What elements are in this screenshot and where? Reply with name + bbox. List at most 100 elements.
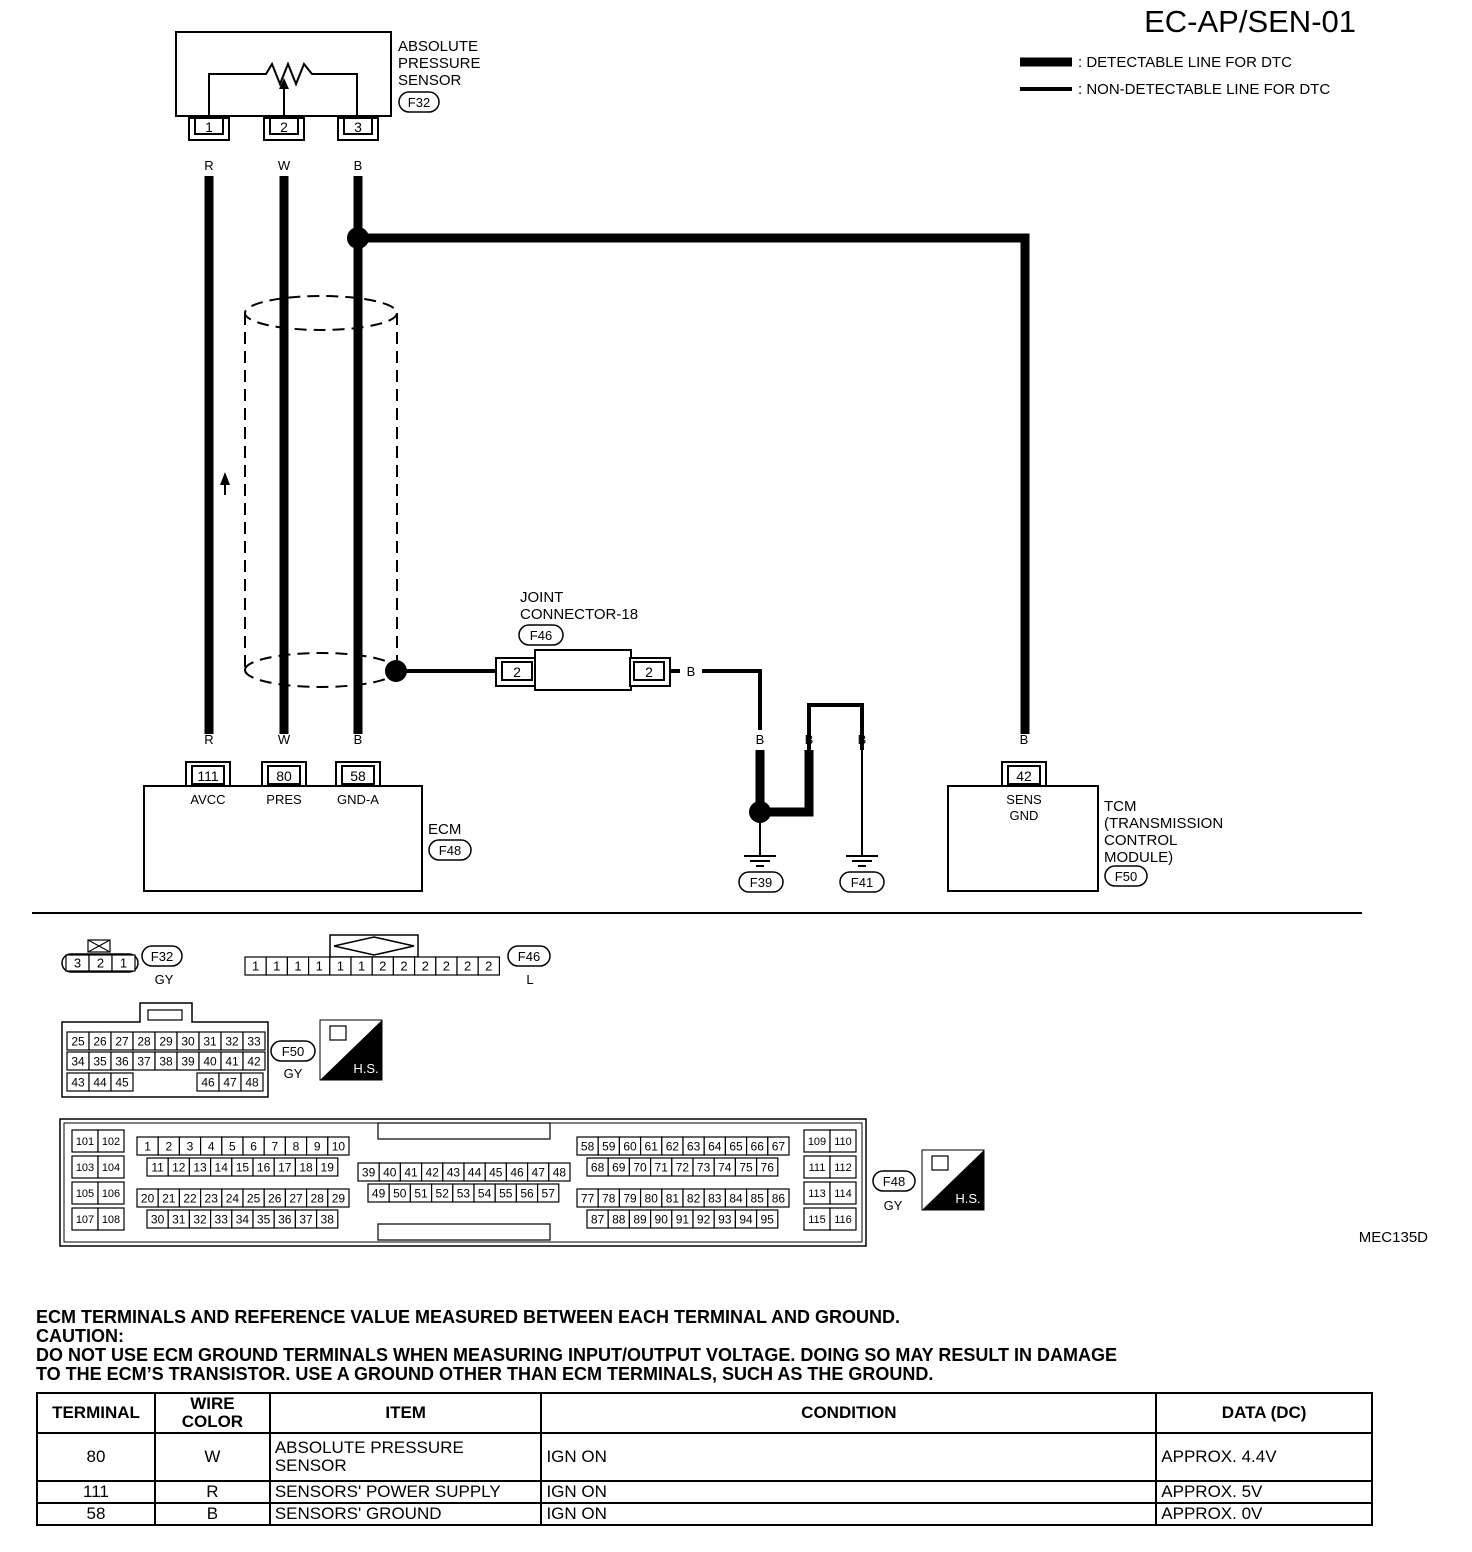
ground-f41-id: F41 [851,875,873,890]
svg-text:46: 46 [201,1075,215,1089]
svg-text:28: 28 [311,1191,325,1205]
svg-text:57: 57 [542,1186,556,1200]
f48-pin-73: 73 [692,1157,715,1177]
f48-pin-35: 35 [252,1209,275,1229]
joint-pin-right: 2 [645,664,653,680]
header-terminal: TERMINAL [36,1392,156,1434]
svg-text:6: 6 [250,1139,257,1153]
f50-pin-42: 42 [242,1051,266,1071]
svg-text:92: 92 [697,1212,711,1226]
tcm-pin-42: 42 [1001,761,1047,787]
svg-text:26: 26 [268,1191,282,1205]
f48-pin-19: 19 [316,1157,339,1177]
svg-text:56: 56 [520,1186,534,1200]
f50-pin-32: 32 [220,1031,244,1051]
cell-terminal: 111 [36,1480,156,1504]
svg-text:12: 12 [172,1160,186,1174]
figure-code: MEC135D [1359,1229,1428,1246]
svg-text:113: 113 [808,1188,826,1200]
svg-text:47: 47 [532,1165,546,1179]
ecm-wire-color-b: B [354,732,363,747]
f48-pin-69: 69 [607,1157,631,1177]
svg-text:H.S.: H.S. [353,1061,378,1076]
f48-pin-6: 6 [242,1136,265,1156]
svg-text:1: 1 [205,119,213,135]
f50-pin-41: 41 [220,1051,244,1071]
tcm-label-3: CONTROL [1104,832,1177,849]
f48-pin-21: 21 [157,1188,180,1208]
svg-text:114: 114 [834,1188,852,1200]
f50-pin-43: 43 [66,1072,90,1092]
wire-joint-to-ground [702,669,762,730]
f46-pin-1: 1 [265,956,289,976]
f48-pin-109: 109 [803,1129,831,1153]
sensor-pin-1: 1 [188,117,230,141]
svg-text:44: 44 [93,1075,107,1089]
f46-pin-2: 2 [414,956,437,976]
f48-pin-20: 20 [136,1188,159,1208]
tcm-connector-id: F50 [1115,869,1137,884]
f48-pin-36: 36 [273,1209,297,1229]
wire-color-r-top: R [204,158,213,173]
svg-text:27: 27 [289,1191,303,1205]
f48-pin-30: 30 [146,1209,169,1229]
f48-pin-78: 78 [597,1188,621,1208]
svg-text:44: 44 [468,1165,482,1179]
f50-pin-48: 48 [240,1072,264,1092]
f48-pin-72: 72 [671,1157,694,1177]
f46-pin-2: 2 [371,956,395,976]
shield [220,295,398,688]
sensor-pin-2: 2 [263,117,305,141]
f48-pin-66: 66 [745,1136,769,1156]
table-row: 111 R SENSORS' POWER SUPPLY IGN ON APPRO… [36,1480,1373,1504]
f48-pin-87: 87 [586,1209,609,1229]
svg-text:2: 2 [280,119,288,135]
f48-pin-90: 90 [649,1209,673,1229]
svg-text:8: 8 [293,1139,300,1153]
f48-pin-25: 25 [242,1188,265,1208]
f48-pin-106: 106 [97,1181,125,1205]
f48-pin-40: 40 [378,1162,402,1182]
svg-text:82: 82 [687,1191,701,1205]
legend-non-detectable-label: : NON-DETECTABLE LINE FOR DTC [1078,81,1330,98]
table-row: 80 W ABSOLUTE PRESSURE SENSOR IGN ON APP… [36,1432,1373,1482]
f48-pin-70: 70 [628,1157,652,1177]
svg-text:51: 51 [414,1186,428,1200]
svg-text:111: 111 [809,1162,826,1174]
svg-text:40: 40 [203,1054,217,1068]
f48-pin-112: 112 [829,1155,857,1179]
f46-pin-2: 2 [435,956,458,976]
wire-color-w-top: W [278,158,291,173]
svg-text:1: 1 [337,959,344,974]
f50-pin-36: 36 [110,1051,134,1071]
f48-pin-29: 29 [327,1188,350,1208]
svg-text:25: 25 [247,1191,261,1205]
svg-text:36: 36 [278,1212,292,1226]
svg-text:103: 103 [76,1162,94,1174]
svg-text:69: 69 [612,1160,626,1174]
svg-text:64: 64 [708,1139,722,1153]
cell-item-line-2: SENSOR [274,1456,347,1475]
svg-text:26: 26 [93,1034,107,1048]
f48-pin-81: 81 [661,1188,684,1208]
f50-pin-35: 35 [88,1051,112,1071]
f48-pin-45: 45 [484,1162,508,1182]
svg-text:74: 74 [718,1160,732,1174]
svg-text:52: 52 [436,1186,450,1200]
f48-pin-10: 10 [327,1136,350,1156]
svg-text:3: 3 [354,119,362,135]
measurement-notes: ECM TERMINALS AND REFERENCE VALUE MEASUR… [36,1308,1336,1384]
header-wire-color: WIRE COLOR [153,1392,271,1434]
sensor-label-1: ABSOLUTE [398,38,478,55]
svg-text:104: 104 [102,1162,120,1174]
svg-text:67: 67 [772,1139,786,1153]
f48-pin-84: 84 [724,1188,748,1208]
svg-text:H.S.: H.S. [955,1191,980,1206]
svg-text:15: 15 [236,1160,250,1174]
svg-text:2: 2 [422,959,429,974]
f48-pin-5: 5 [221,1136,244,1156]
table-header-row: TERMINAL WIRE COLOR ITEM CONDITION DATA … [36,1392,1373,1434]
f46-pin-1: 1 [350,956,373,976]
svg-text:29: 29 [159,1034,173,1048]
f48-pin-4: 4 [200,1136,223,1156]
